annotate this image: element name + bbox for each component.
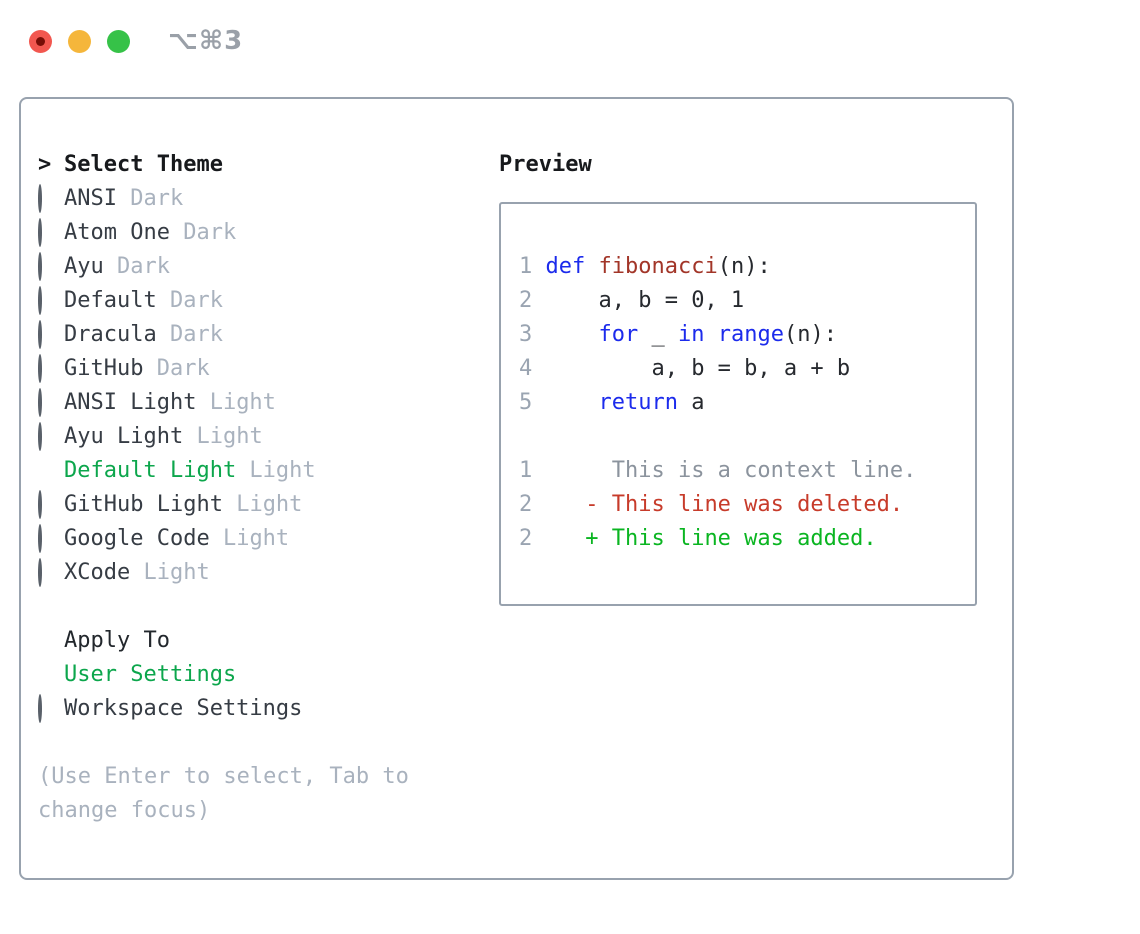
preview-box: 1 def fibonacci(n): 2 a, b = 0, 1 3 for _ …: [499, 202, 977, 606]
preview-line: 2 + This line was added.: [519, 526, 877, 551]
radio-icon: [38, 250, 64, 284]
radio-icon: [38, 284, 64, 318]
apply-to-header: Apply To: [38, 624, 409, 658]
radio-icon: [38, 182, 64, 216]
preview-line: [519, 216, 975, 250]
radio-icon: [38, 556, 64, 590]
focus-arrow-icon: >: [38, 152, 52, 177]
spacer: [38, 590, 409, 624]
radio-icon: [38, 420, 64, 454]
radio-icon: [38, 216, 64, 250]
preview-pane: Preview 1 def fibonacci(n): 2 a, b = 0, 1…: [499, 148, 977, 606]
preview-line: 4 a, b = b, a + b: [519, 356, 851, 381]
radio-icon: [38, 352, 64, 386]
theme-option-variant: Light: [183, 424, 263, 449]
apply-to-option-label: Workspace Settings: [64, 696, 303, 721]
theme-option-variant: Light: [196, 390, 276, 415]
theme-option[interactable]: Atom One Dark: [38, 216, 409, 250]
preview-line: 2 a, b = 0, 1: [519, 288, 745, 313]
theme-option-label: ANSI: [64, 186, 117, 211]
preview-line: 3 for _ in range(n):: [519, 322, 837, 347]
theme-option-variant: Dark: [156, 322, 223, 347]
theme-option-variant: Light: [209, 526, 290, 551]
preview-code: 1 def fibonacci(n): 2 a, b = 0, 1 3 for _ …: [501, 204, 975, 556]
apply-to-option-label: User Settings: [64, 662, 237, 687]
theme-option-label: GitHub: [64, 356, 144, 381]
preview-line: [519, 420, 975, 454]
radio-icon: [38, 488, 64, 522]
help-text-line-2: change focus): [38, 798, 211, 823]
window-titlebar: ⌥⌘3: [29, 26, 243, 56]
theme-option-variant: Dark: [103, 254, 170, 279]
theme-option[interactable]: GitHub Dark: [38, 352, 409, 386]
theme-option[interactable]: Ayu Dark: [38, 250, 409, 284]
preview-line: 1 def fibonacci(n):: [519, 254, 771, 279]
theme-option[interactable]: Dracula Dark: [38, 318, 409, 352]
theme-option-variant: Dark: [169, 220, 237, 245]
theme-option-variant: Light: [222, 492, 303, 517]
theme-option[interactable]: GitHub Light Light: [38, 488, 409, 522]
preview-line: 2 - This line was deleted.: [519, 492, 904, 517]
theme-option[interactable]: Ayu Light Light: [38, 420, 409, 454]
theme-option-label: XCode: [64, 560, 131, 585]
theme-option-label: Google Code: [64, 526, 210, 551]
radio-icon: [38, 522, 64, 556]
spacer: [38, 726, 409, 760]
theme-option-label: Dracula: [64, 322, 157, 347]
preview-header: Preview: [499, 152, 592, 177]
theme-option-variant: Light: [130, 560, 210, 585]
close-dot-icon: [36, 36, 45, 46]
window-shortcut-label: ⌥⌘3: [168, 26, 244, 56]
theme-option-label: Default: [64, 288, 157, 313]
theme-option-label: GitHub Light: [64, 492, 223, 517]
apply-to-option[interactable]: Workspace Settings: [38, 692, 409, 726]
close-button[interactable]: [29, 29, 52, 53]
radio-icon: [38, 386, 64, 420]
theme-option-label: Atom One: [64, 220, 170, 245]
theme-option-label: ANSI Light: [64, 390, 197, 415]
maximize-button[interactable]: [107, 29, 130, 53]
radio-icon: [38, 692, 64, 726]
theme-option[interactable]: XCode Light: [38, 556, 409, 590]
select-theme-title: Select Theme: [64, 152, 223, 177]
theme-option-variant: Dark: [143, 356, 210, 381]
minimize-button[interactable]: [68, 29, 91, 53]
theme-option-label: Default Light: [64, 458, 237, 483]
theme-option[interactable]: Default Dark: [38, 284, 409, 318]
theme-option[interactable]: Google Code Light: [38, 522, 409, 556]
radio-icon: [38, 318, 64, 352]
preview-line: 5 return a: [519, 390, 705, 415]
apply-to-option[interactable]: User Settings: [38, 658, 409, 692]
theme-option[interactable]: ANSI Light Light: [38, 386, 409, 420]
apply-to-title: Apply To: [64, 628, 170, 653]
help-text-line-1: (Use Enter to select, Tab to: [38, 764, 409, 789]
theme-option-label: Ayu: [64, 254, 104, 279]
theme-option-variant: Dark: [116, 186, 184, 211]
theme-option-label: Ayu Light: [64, 424, 184, 449]
theme-option-variant: Dark: [156, 288, 223, 313]
select-theme-header: > Select Theme: [38, 148, 409, 182]
theme-option-variant: Light: [236, 458, 316, 483]
theme-option[interactable]: ANSI Dark: [38, 182, 409, 216]
preview-line: 1 This is a context line.: [519, 458, 917, 483]
theme-option[interactable]: Default Light Light: [38, 454, 409, 488]
